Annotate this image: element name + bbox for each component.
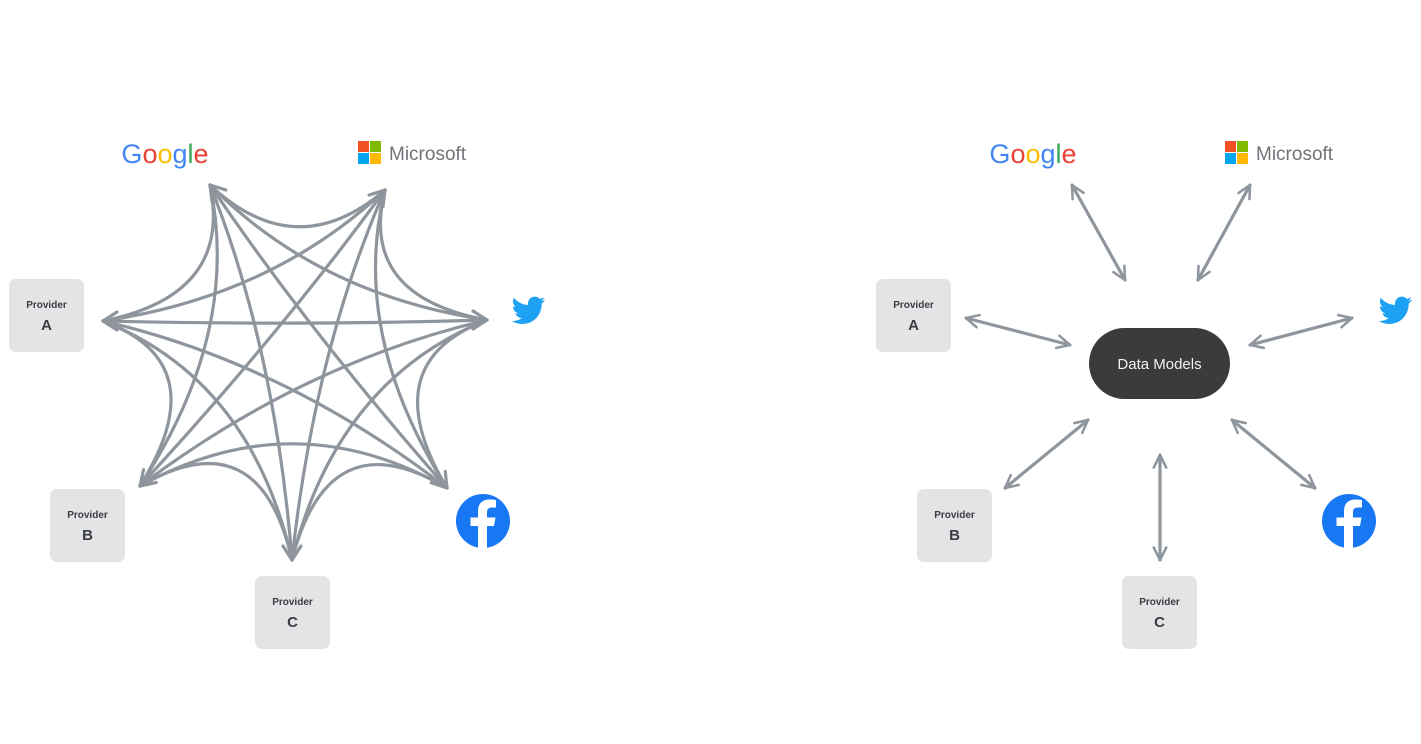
spoke-google xyxy=(1070,183,1127,282)
arrowhead-provider-c xyxy=(281,544,303,562)
provider-a-title: Provider xyxy=(26,300,67,311)
arrowhead-microsoft xyxy=(367,188,387,209)
hub-and-spoke-diagram: Data Models Google Microsoft xyxy=(876,139,1413,649)
provider-b-title: Provider xyxy=(934,510,975,521)
microsoft-logo: Microsoft xyxy=(1225,141,1334,165)
provider-a-letter: A xyxy=(41,317,52,334)
arrowhead-twitter xyxy=(471,309,489,331)
spoke-microsoft xyxy=(1196,183,1252,282)
mesh-link-provider-c-provider-b xyxy=(138,461,294,562)
microsoft-label: Microsoft xyxy=(1256,144,1334,165)
twitter-bird-icon xyxy=(511,296,546,324)
spoke-twitter xyxy=(1248,313,1354,350)
mesh-connections xyxy=(101,183,489,562)
mesh-link-facebook-provider-c xyxy=(290,463,449,562)
hub-label: Data Models xyxy=(1117,356,1201,373)
mesh-link-twitter-facebook xyxy=(416,318,489,490)
mesh-link-facebook-provider-a xyxy=(101,319,449,490)
mesh-link-microsoft-provider-b xyxy=(138,188,387,488)
provider-c-node: Provider C xyxy=(1122,576,1197,649)
mesh-link-provider-b-provider-a xyxy=(101,319,173,488)
spoke-facebook xyxy=(1230,418,1317,490)
provider-a-title: Provider xyxy=(893,300,934,311)
mesh-link-twitter-provider-c xyxy=(290,318,489,562)
facebook-f-icon xyxy=(456,494,510,548)
arrowhead-facebook xyxy=(429,469,449,490)
mesh-link-google-facebook xyxy=(208,183,449,490)
spoke-provider-b xyxy=(1003,418,1090,490)
provider-a-node: Provider A xyxy=(9,279,84,352)
provider-b-title: Provider xyxy=(67,510,108,521)
mesh-link-twitter-provider-a xyxy=(101,318,489,325)
provider-c-letter: C xyxy=(287,614,298,631)
microsoft-squares-icon xyxy=(1225,141,1248,164)
provider-b-letter: B xyxy=(949,527,960,544)
mesh-link-google-provider-c xyxy=(208,183,294,562)
arrowhead-google xyxy=(208,183,228,204)
arrowhead-provider-a xyxy=(101,310,119,332)
microsoft-label: Microsoft xyxy=(389,144,467,165)
mesh-link-google-provider-b xyxy=(138,183,219,488)
provider-c-title: Provider xyxy=(1139,597,1180,608)
google-logo: Google xyxy=(121,139,208,169)
data-models-hub: Data Models xyxy=(1089,328,1230,399)
svg-text:Google: Google xyxy=(121,139,208,169)
point-to-point-diagram: Google Microsoft Provider A xyxy=(9,139,546,649)
facebook-f-icon xyxy=(1322,494,1376,548)
mesh-link-google-provider-a xyxy=(101,183,215,323)
provider-c-letter: C xyxy=(1154,614,1165,631)
mesh-link-microsoft-provider-a xyxy=(101,188,387,323)
provider-b-node: Provider B xyxy=(917,489,992,562)
provider-b-node: Provider B xyxy=(50,489,125,562)
mesh-link-google-twitter xyxy=(208,183,489,322)
provider-a-letter: A xyxy=(908,317,919,334)
mesh-link-twitter-provider-b xyxy=(138,318,489,488)
microsoft-squares-icon xyxy=(358,141,381,164)
provider-c-node: Provider C xyxy=(255,576,330,649)
spoke-provider-a xyxy=(964,313,1072,350)
mesh-link-microsoft-facebook xyxy=(373,188,449,490)
provider-a-node: Provider A xyxy=(876,279,951,352)
arrowhead-provider-b xyxy=(138,468,158,488)
twitter-bird-icon xyxy=(1378,296,1413,324)
provider-b-letter: B xyxy=(82,527,93,544)
microsoft-logo: Microsoft xyxy=(358,141,467,165)
hub-connections xyxy=(964,183,1354,562)
svg-text:Google: Google xyxy=(989,139,1076,169)
mesh-link-google-microsoft xyxy=(208,183,387,229)
provider-c-title: Provider xyxy=(272,597,313,608)
mesh-link-microsoft-provider-c xyxy=(290,188,387,562)
google-logo: Google xyxy=(989,139,1076,169)
